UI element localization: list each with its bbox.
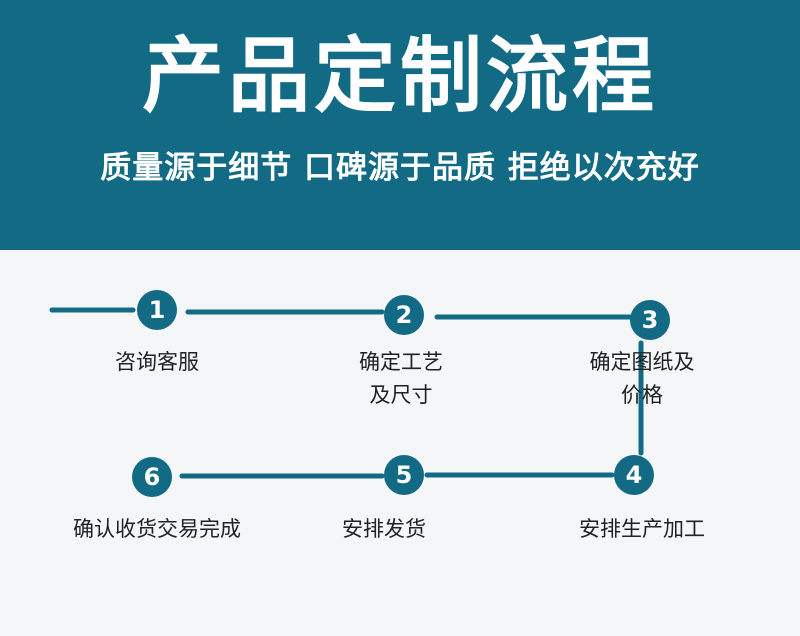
step-4-label-line1: 安排生产加工 <box>579 517 705 541</box>
step-2-badge: 2 <box>384 295 424 335</box>
step-5-label-line1: 安排发货 <box>342 517 426 541</box>
step-1-label-line1: 咨询客服 <box>115 350 199 374</box>
step-4-badge: 4 <box>614 455 654 495</box>
step-6-label: 确认收货交易完成 <box>47 513 267 546</box>
step-3-label-line1: 确定图纸及 <box>589 350 695 374</box>
step-5-badge: 5 <box>384 455 424 495</box>
step-1-badge: 1 <box>137 290 177 330</box>
step-2-label-line2: 及尺寸 <box>369 383 433 407</box>
header-banner: 产品定制流程 质量源于细节 口碑源于品质 拒绝以次充好 <box>0 0 800 250</box>
step-5-label: 安排发货 <box>274 513 494 546</box>
step-3-label-line2: 价格 <box>621 383 663 407</box>
step-1-label: 咨询客服 <box>47 346 267 379</box>
step-6-badge: 6 <box>132 457 172 497</box>
step-3-badge: 3 <box>630 300 670 340</box>
page-subtitle: 质量源于细节 口碑源于品质 拒绝以次充好 <box>100 150 700 186</box>
step-4-label: 安排生产加工 <box>532 513 752 546</box>
page-title: 产品定制流程 <box>141 29 658 124</box>
step-2-label-line1: 确定工艺 <box>359 350 443 374</box>
step-2-label: 确定工艺 及尺寸 <box>291 346 511 412</box>
step-3-label: 确定图纸及 价格 <box>532 346 752 412</box>
step-6-label-line1: 确认收货交易完成 <box>73 517 241 541</box>
